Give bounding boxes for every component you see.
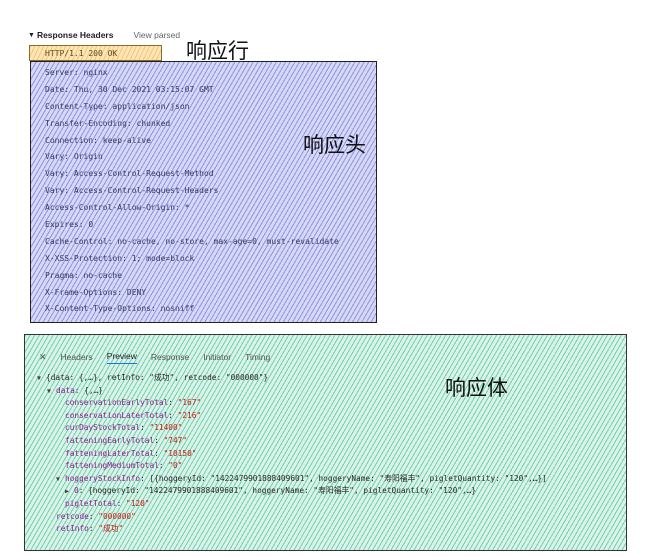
json-field: fatteningLaterTotal: "10150" (65, 448, 197, 458)
response-headers-title: Response Headers (36, 30, 114, 40)
json-stock-item[interactable]: ▶0: {hoggeryId: "1422479901888409601", h… (37, 485, 547, 498)
header-line: Content-Type: application/json (45, 101, 190, 111)
tab-preview[interactable]: Preview (106, 351, 137, 364)
tab-headers[interactable]: Headers (60, 351, 93, 362)
header-line: Access-Control-Allow-Origin: * (45, 203, 190, 213)
response-preview-panel: ✕ Headers Preview Response Initiator Tim… (24, 334, 627, 551)
header-line: Cache-Control: no-cache, no-store, max-a… (45, 236, 339, 246)
header-line: X-Frame-Options: DENY (45, 287, 147, 297)
json-field: retInfo: "成功" (56, 524, 124, 534)
triangle-right-icon[interactable]: ▶ (65, 487, 69, 496)
header-line: Pragma: no-cache (45, 270, 123, 280)
header-line: Vary: Origin (45, 152, 103, 162)
triangle-down-icon: ▼ (28, 31, 35, 39)
devtools-tabs: ✕ Headers Preview Response Initiator Tim… (39, 351, 270, 364)
response-headers-list: Server: nginx Date: Thu, 30 Dec 2021 03:… (30, 61, 377, 323)
tab-response[interactable]: Response (150, 351, 190, 362)
view-parsed-link[interactable]: View parsed (133, 30, 181, 40)
header-line: Vary: Access-Control-Request-Method (45, 169, 214, 179)
annotation-headers: 响应头 (303, 133, 366, 157)
status-line: HTTP/1.1 200 OK (29, 45, 162, 61)
json-field: fatteningMediumTotal: "0" (65, 461, 183, 471)
json-field: fatteningEarlyTotal: "747" (65, 435, 188, 445)
triangle-down-icon[interactable]: ▼ (47, 386, 51, 395)
json-field: pigletTotal: "120" (65, 498, 150, 508)
json-tree: ▼{data: {,…}, retInfo: "成功", retcode: "0… (37, 372, 547, 536)
close-icon[interactable]: ✕ (39, 352, 47, 362)
header-line: X-XSS-Protection: 1; mode=block (45, 253, 195, 263)
header-line: Transfer-Encoding: chunked (45, 118, 171, 128)
json-field: conservationEarlyTotal: "167" (65, 398, 202, 408)
tab-initiator[interactable]: Initiator (203, 351, 232, 362)
triangle-down-icon[interactable]: ▼ (37, 374, 41, 382)
json-field: conservationLaterTotal: "216" (65, 410, 202, 420)
json-stock-node[interactable]: ▼hoggeryStockInfo: [{hoggeryId: "1422479… (37, 473, 547, 486)
annotation-status-line: 响应行 (186, 39, 249, 63)
header-line: Connection: keep-alive (45, 135, 151, 145)
header-line: X-Content-Type-Options: nosniff (45, 304, 195, 314)
tab-timing[interactable]: Timing (245, 351, 271, 362)
header-line: Server: nginx (45, 68, 108, 77)
json-root[interactable]: ▼{data: {,…}, retInfo: "成功", retcode: "0… (37, 372, 547, 385)
json-data-node[interactable]: ▼data: {,…} (37, 385, 547, 398)
header-line: Expires: 0 (45, 220, 94, 230)
json-field: retcode: "000000" (56, 511, 136, 521)
triangle-down-icon[interactable]: ▼ (56, 474, 60, 483)
json-field: curDayStockTotal: "11400" (65, 423, 183, 433)
status-line-text: HTTP/1.1 200 OK (45, 48, 118, 58)
header-line: Date: Thu, 30 Dec 2021 03:15:07 GMT (45, 84, 214, 94)
response-headers-toggle[interactable]: ▼ Response Headers (28, 30, 113, 40)
header-line: Vary: Access-Control-Request-Headers (45, 186, 219, 196)
response-headers-bar: ▼ Response Headers View parsed (28, 28, 180, 42)
annotation-body: 响应体 (445, 376, 508, 400)
